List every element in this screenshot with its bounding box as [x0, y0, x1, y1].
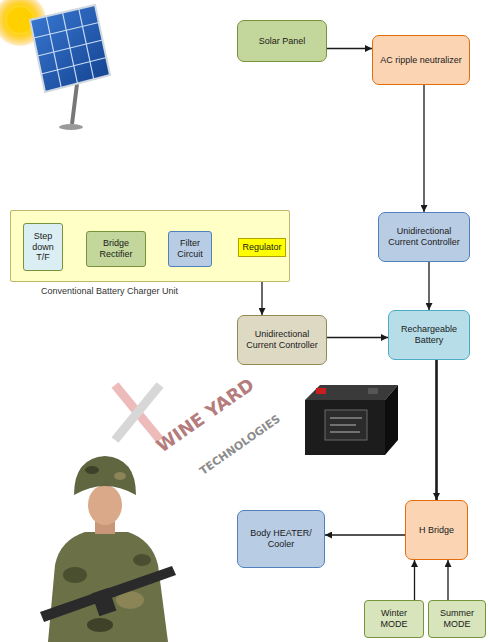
process-box: H Bridge [405, 500, 468, 560]
mode-box: Summer MODE [428, 600, 486, 638]
process-box: Step down T/F [23, 223, 63, 271]
process-box: Unidirectional Current Controller [378, 212, 470, 262]
battery-sticker-line [330, 417, 362, 419]
flow-arrow [428, 262, 429, 310]
box-label: Unidirectional Current Controller [241, 329, 323, 351]
rifle-grip [92, 588, 117, 617]
mode-box: Winter MODE [364, 600, 424, 638]
battery-top [305, 385, 398, 400]
battery-sticker-line [330, 424, 356, 426]
panel-grid-line [38, 40, 103, 56]
flow-arrow [435, 360, 438, 500]
panel-pole [72, 84, 77, 124]
box-label: Filter Circuit [172, 238, 208, 260]
process-box: Filter Circuit [168, 231, 212, 267]
panel-grid [34, 9, 107, 88]
battery-terminal [316, 388, 326, 394]
camo-patch [63, 567, 87, 583]
flow-arrow [327, 337, 388, 338]
box-label: Regulator [242, 242, 281, 253]
battery-terminal [368, 388, 378, 394]
panel-grid-line [34, 23, 99, 39]
rifle [40, 566, 176, 622]
soldier-body [48, 532, 168, 642]
box-label: Body HEATER/ Cooler [241, 528, 321, 550]
watermark-stroke [115, 385, 160, 440]
flow-arrow [414, 560, 415, 600]
box-label: Bridge Rectifier [90, 238, 142, 260]
watermark-logo [115, 385, 160, 440]
flow-arrow [325, 534, 405, 535]
flow-arrow [423, 85, 424, 212]
box-label: Summer MODE [432, 608, 482, 630]
box-label: Rechargeable Battery [392, 324, 466, 346]
process-box: Regulator [238, 238, 286, 257]
process-box: Bridge Rectifier [86, 231, 146, 267]
group-heading: Conventional Battery Charger Unit [41, 286, 178, 297]
battery-side [385, 385, 398, 455]
source-box: Solar Panel [237, 20, 327, 62]
box-label: Step down T/F [27, 231, 59, 263]
soldier-helmet [74, 456, 136, 495]
box-label: Unidirectional Current Controller [382, 226, 466, 248]
battery-picture [305, 385, 398, 455]
flow-arrow [327, 48, 372, 49]
storage-box: Rechargeable Battery [388, 310, 470, 360]
watermark-stroke [115, 385, 160, 440]
camo-patch [114, 472, 126, 480]
battery-sticker-line [330, 431, 360, 433]
process-box: AC ripple neutralizer [372, 35, 470, 85]
flow-arrow [447, 560, 448, 600]
soldier-face [88, 485, 122, 525]
camo-patch [87, 618, 113, 632]
output-box: Body HEATER/ Cooler [237, 510, 325, 568]
battery-sticker [325, 410, 367, 440]
box-label: Winter MODE [368, 608, 420, 630]
battery-front [305, 400, 385, 455]
soldier-picture [40, 456, 176, 642]
panel-base [59, 124, 83, 130]
solar-panel-picture [30, 5, 110, 92]
group-band: Conventional Battery Charger UnitStep do… [10, 210, 290, 282]
process-box: Unidirectional Current Controller [237, 315, 327, 365]
box-label: AC ripple neutralizer [380, 55, 462, 66]
box-label: Solar Panel [259, 36, 306, 47]
camo-patch [85, 466, 99, 474]
camo-patch [133, 554, 151, 566]
panel-grid-line [41, 58, 106, 75]
box-label: H Bridge [419, 525, 454, 536]
